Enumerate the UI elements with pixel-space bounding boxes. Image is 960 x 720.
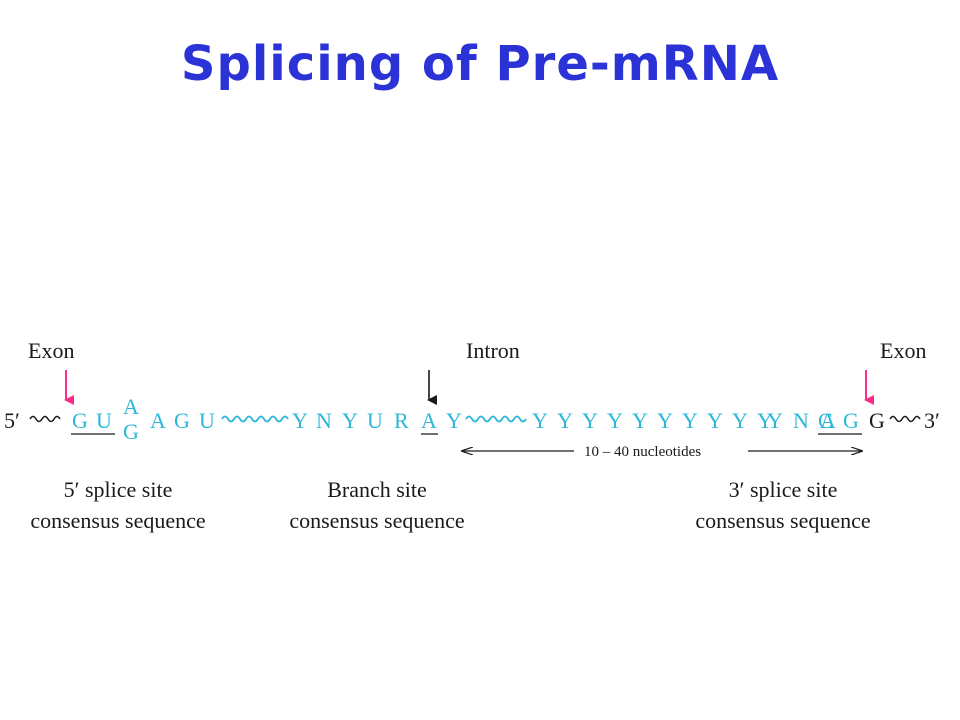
post-branch-base: Y [446, 408, 462, 433]
base: Y [532, 408, 548, 433]
branch-motif-bases: Y N Y U R [292, 408, 409, 433]
stacked-base-top: A [123, 394, 139, 419]
base: Y [632, 408, 648, 433]
five-splice-site-bases: G U [72, 408, 112, 433]
three-splice-caption-1: 3′ splice site [729, 477, 838, 502]
base: Y [657, 408, 673, 433]
base: Y [757, 408, 773, 433]
five-splice-caption-2: consensus sequence [30, 508, 205, 533]
base: Y [682, 408, 698, 433]
exon-left-squiggle [29, 415, 61, 423]
polypyrimidine-tract-bases: Y Y Y Y Y Y Y Y Y Y Y N C [532, 408, 833, 433]
three-prime-end-label: 3′ [924, 408, 940, 433]
base: A [820, 408, 836, 433]
base: Y [767, 408, 783, 433]
three-splice-caption-2: consensus sequence [695, 508, 870, 533]
intron-label: Intron [466, 338, 520, 363]
base: U [199, 408, 215, 433]
base: Y [557, 408, 573, 433]
base: Y [292, 408, 308, 433]
branch-caption-2: consensus sequence [289, 508, 464, 533]
base: G [843, 408, 859, 433]
branch-point-base: A [421, 408, 437, 433]
base: C [818, 408, 833, 433]
branch-caption-1: Branch site [327, 477, 427, 502]
base: Y [732, 408, 748, 433]
post-stack-bases: A G U [150, 408, 215, 433]
exon-left-label: Exon [28, 338, 74, 363]
three-splice-site-bases: A G [820, 408, 859, 433]
base: Y [582, 408, 598, 433]
base: Y [607, 408, 623, 433]
intron-squiggle-2 [465, 415, 527, 423]
five-splice-caption-1: 5′ splice site [64, 477, 173, 502]
stacked-base-bottom: G [123, 419, 139, 444]
page-title: Splicing of Pre-mRNA [180, 36, 780, 92]
base: Y [707, 408, 723, 433]
base: N [316, 408, 332, 433]
exon-right-base: G [869, 408, 885, 433]
exon-right-squiggle [889, 415, 921, 423]
exon-right-label: Exon [880, 338, 926, 363]
base: Y [342, 408, 358, 433]
base: U [96, 408, 112, 433]
base: A [150, 408, 166, 433]
five-prime-end-label: 5′ [4, 408, 20, 433]
base: G [174, 408, 190, 433]
base: U [367, 408, 383, 433]
base: R [394, 408, 409, 433]
base: G [72, 408, 88, 433]
base: N [793, 408, 809, 433]
intron-squiggle-1 [221, 415, 289, 423]
span-label: 10 – 40 nucleotides [584, 444, 701, 460]
